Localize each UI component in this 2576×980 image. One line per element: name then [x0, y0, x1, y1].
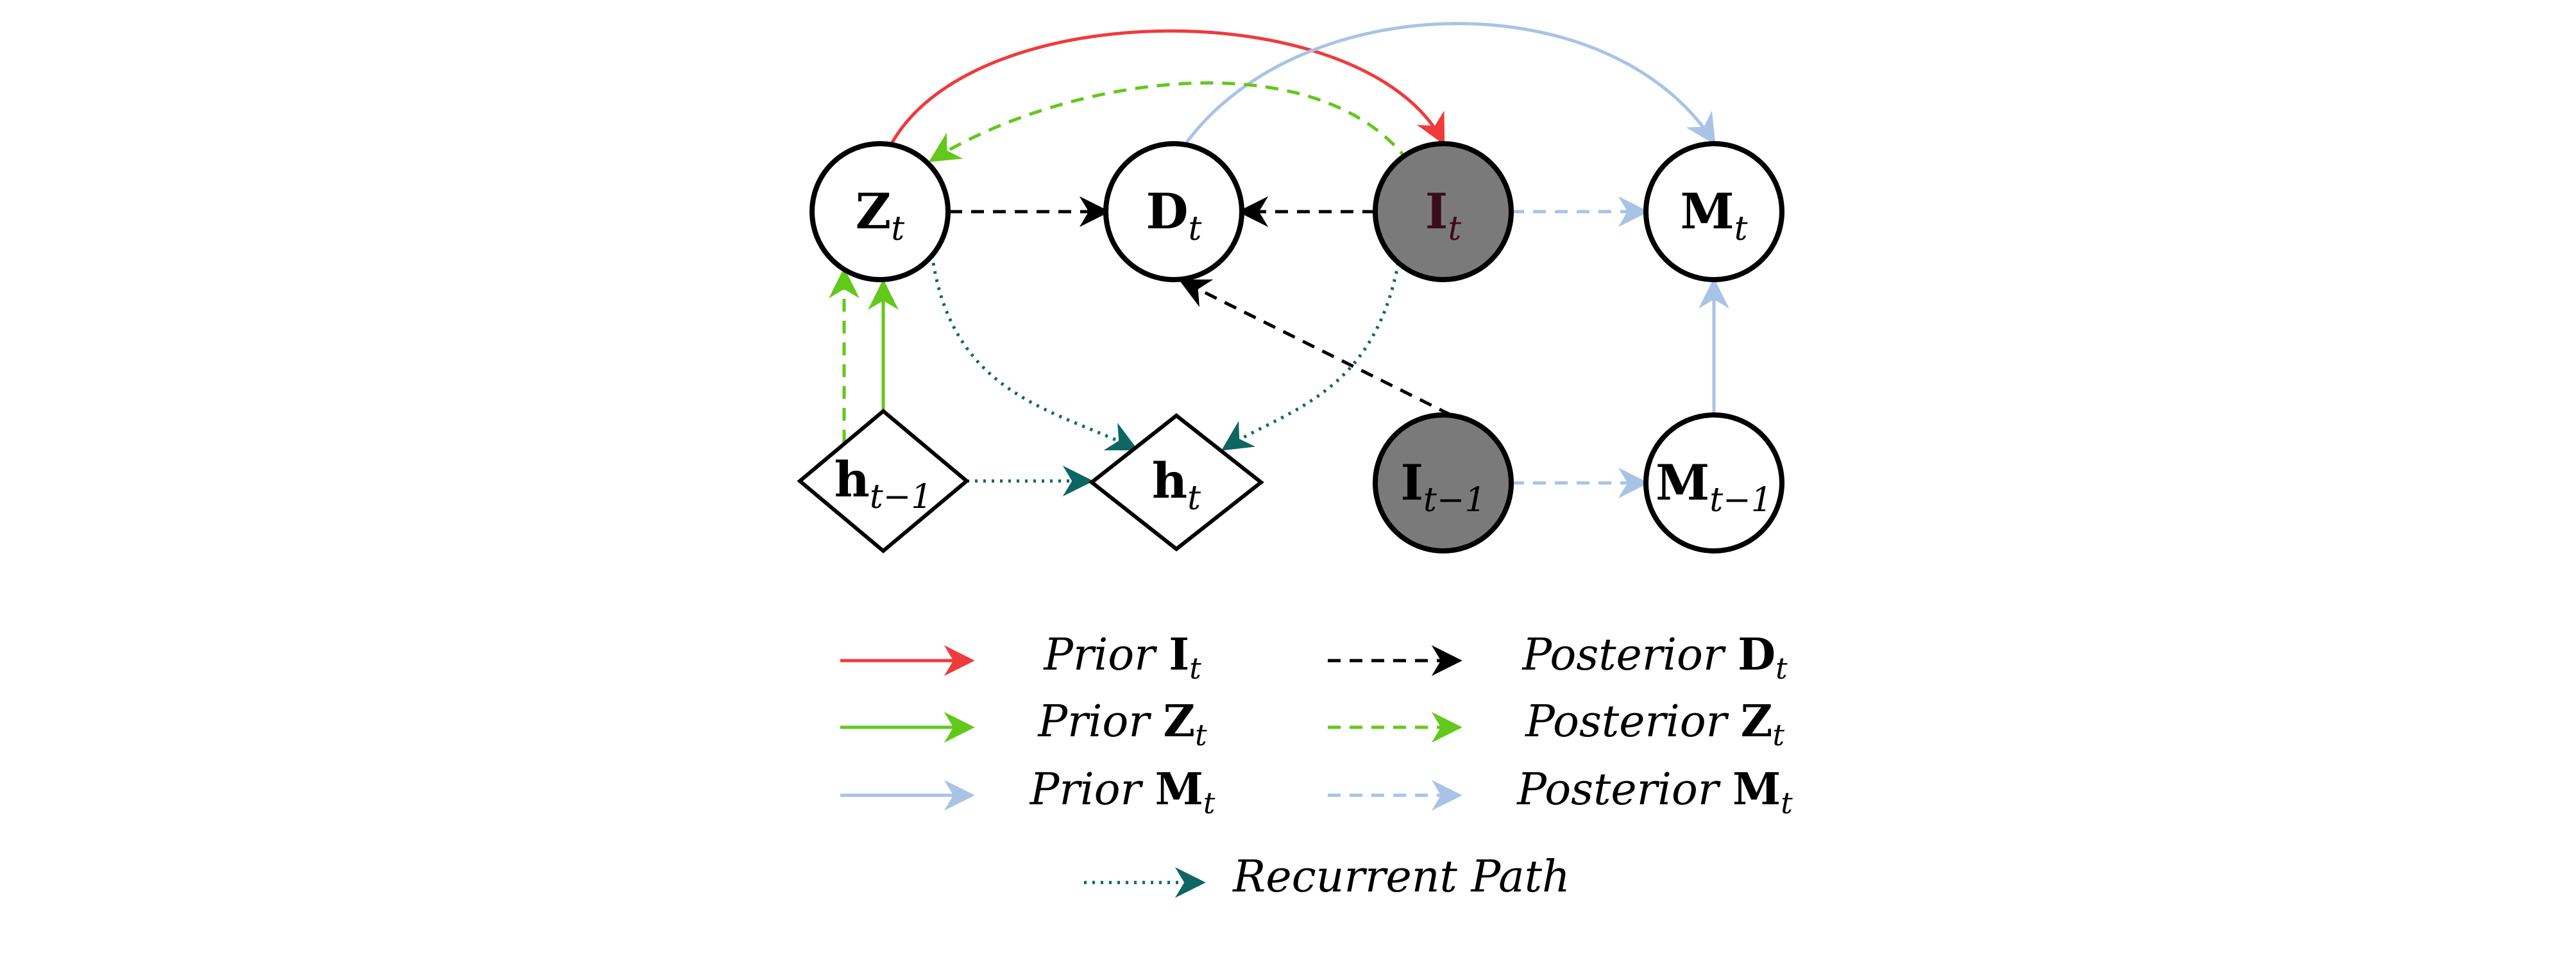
- legend-label-prior-m: Prior Mt: [1029, 764, 1216, 820]
- edge-d-t-to-m-t-prior-M: [1185, 22, 1716, 146]
- node-m-prev: Mt−1: [1643, 412, 1784, 553]
- legend-label-prior-z: Prior Zt: [1037, 696, 1207, 752]
- legend-item-prior-z: Prior Zt: [840, 696, 1207, 752]
- node-h-prev-label: ht−1: [835, 451, 933, 516]
- node-z-t: Zt: [809, 141, 951, 282]
- node-m-t-label: Mt: [1680, 183, 1747, 248]
- nodes-layer: Zt Dt It Mt ht−1 ht It−1 Mt−1: [797, 141, 1784, 553]
- node-d-t: Dt: [1103, 141, 1244, 282]
- node-i-prev-label: It−1: [1400, 454, 1486, 520]
- edges-layer: [829, 22, 1729, 498]
- edge-i-prev-to-d-t-posterior-D: [1178, 279, 1452, 417]
- node-d-t-shape: [1103, 141, 1244, 282]
- node-i-t: It: [1373, 141, 1514, 282]
- node-m-t: Mt: [1643, 141, 1784, 282]
- legend-item-posterior-d: Posterior Dt: [1328, 629, 1788, 686]
- node-m-t-shape: [1643, 141, 1784, 282]
- legend-label-posterior-z: Posterior Zt: [1524, 696, 1784, 752]
- legend-item-posterior-z: Posterior Zt: [1328, 696, 1784, 752]
- legend-item-recurrent: Recurrent Path: [1084, 852, 1570, 902]
- legend-label-posterior-d: Posterior Dt: [1521, 629, 1788, 686]
- node-i-t-label: It: [1425, 183, 1462, 248]
- node-h-prev-shape: [797, 409, 970, 553]
- legend-item-prior-i: Prior It: [840, 629, 1201, 686]
- edge-z-t-to-i-t-prior-I: [890, 29, 1445, 146]
- node-i-t-shape: [1373, 141, 1514, 282]
- node-i-prev-shape: [1373, 412, 1514, 553]
- legend-label-recurrent: Recurrent Path: [1232, 852, 1570, 902]
- node-z-t-label: Zt: [856, 183, 904, 248]
- edge-z-t-to-h-t-recurrent: [931, 262, 1139, 451]
- legend-label-prior-i: Prior It: [1042, 629, 1201, 686]
- node-d-t-label: Dt: [1146, 183, 1202, 248]
- node-h-t-label: ht: [1152, 452, 1201, 518]
- legend: Prior It Posterior Dt Prior Zt Posterior…: [840, 629, 1793, 902]
- node-m-prev-shape: [1643, 412, 1784, 553]
- legend-item-posterior-m: Posterior Mt: [1328, 764, 1793, 820]
- edge-i-t-to-z-t-posterior-Z: [928, 81, 1410, 163]
- edge-i-t-to-h-t-recurrent: [1221, 262, 1400, 451]
- node-h-prev: ht−1: [797, 409, 970, 553]
- node-m-prev-label: Mt−1: [1656, 454, 1772, 520]
- node-i-prev: It−1: [1373, 412, 1514, 553]
- node-z-t-shape: [809, 141, 951, 282]
- legend-label-posterior-m: Posterior Mt: [1516, 764, 1793, 820]
- node-h-t: ht: [1089, 413, 1264, 552]
- node-h-t-shape: [1089, 413, 1264, 552]
- legend-item-prior-m: Prior Mt: [840, 764, 1216, 820]
